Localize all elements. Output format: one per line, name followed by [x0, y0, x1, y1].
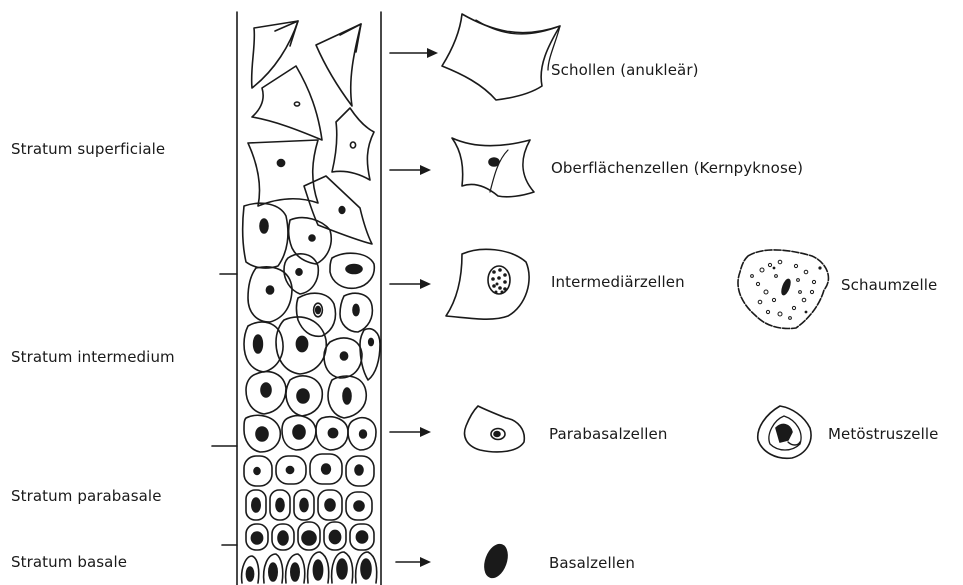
- column-cell: [316, 24, 361, 106]
- column-cell-nucleus: [294, 102, 299, 106]
- column-cell-nucleus: [328, 428, 337, 437]
- column-cell-nucleus: [254, 468, 260, 475]
- column-cell-nucleus: [246, 567, 253, 581]
- cell-label-schollen: Schollen (anukleär): [551, 61, 699, 79]
- column-cell-nucleus: [251, 532, 262, 544]
- layer-label-basale: Stratum basale: [11, 553, 127, 571]
- column-cell-nucleus: [269, 563, 277, 581]
- schaum-cell: [738, 250, 828, 329]
- column-cell-nucleus: [254, 335, 263, 353]
- column-cell-nucleus: [278, 531, 288, 545]
- column-cell-nucleus: [277, 160, 284, 167]
- column-cell-nucleus: [322, 464, 331, 474]
- column-cell-nucleus: [313, 560, 322, 580]
- cell-nucleus: [494, 432, 500, 437]
- cell-label-oberflaechen: Oberflächenzellen (Kernpyknose): [551, 159, 803, 177]
- column-cell-nucleus: [302, 531, 316, 545]
- cell-nucleus: [491, 268, 507, 293]
- cell-nucleus: [780, 278, 791, 295]
- column-cell-nucleus: [361, 559, 371, 579]
- layer-label-parabasale: Stratum parabasale: [11, 487, 162, 505]
- column-cell-nucleus: [291, 563, 299, 581]
- column-cell-nucleus: [355, 465, 363, 475]
- cell-label-parabasal: Parabasalzellen: [549, 425, 667, 443]
- column-cell-nucleus: [340, 352, 347, 360]
- column-cell-nucleus: [316, 306, 321, 313]
- column-cell-nucleus: [350, 142, 355, 148]
- column-cell-nucleus: [343, 388, 351, 404]
- column-cell-nucleus: [276, 498, 284, 511]
- column-cell: [360, 329, 380, 380]
- column-cell-nucleus: [296, 269, 302, 275]
- column-cell-nucleus: [252, 498, 260, 512]
- cell-label-basal: Basalzellen: [549, 554, 635, 572]
- column-cell-nucleus: [266, 286, 273, 294]
- parabasal-cell: [465, 406, 525, 452]
- column-intermediate-cells: [243, 203, 380, 418]
- arrow-head: [420, 427, 431, 437]
- column-cell-nucleus: [360, 430, 367, 438]
- column-cell-nucleus: [256, 427, 268, 441]
- column-cell-nucleus: [354, 501, 364, 511]
- column-cell-nucleus: [300, 498, 308, 511]
- arrow-head: [427, 48, 438, 58]
- intermediaer-cell: [446, 249, 529, 319]
- column-cell-nucleus: [339, 207, 345, 214]
- column-cell-nucleus: [325, 499, 335, 511]
- column-cell: [332, 108, 374, 180]
- column-cell-nucleus: [286, 467, 293, 474]
- column-parabasal-cells: [244, 415, 376, 520]
- column-basal-cells: [242, 522, 377, 583]
- cell-nucleus: [489, 158, 499, 166]
- arrows: [390, 48, 438, 567]
- column-cell-nucleus: [329, 530, 340, 543]
- cell-label-intermediaer: Intermediärzellen: [551, 273, 685, 291]
- schollen-cell: [442, 14, 560, 100]
- column-cell-nucleus: [260, 219, 268, 233]
- metoestrus-cell: [758, 406, 811, 458]
- layer-label-superficiale: Stratum superficiale: [11, 140, 165, 158]
- cell-label-metoestrus: Metöstruszelle: [828, 425, 938, 443]
- column-cell-nucleus: [293, 425, 305, 439]
- column-superficial-cells: [248, 21, 374, 244]
- arrow-head: [420, 279, 431, 289]
- column-cell-nucleus: [261, 383, 271, 397]
- column-cell-nucleus: [346, 265, 362, 274]
- column-cell: [297, 293, 336, 336]
- column-cell-nucleus: [297, 389, 309, 403]
- oberflaechen-cell: [452, 138, 534, 197]
- column-cell-nucleus: [356, 531, 367, 543]
- column-cell-nucleus: [337, 559, 347, 579]
- cell-label-schaum: Schaumzelle: [841, 276, 937, 294]
- column-cell-nucleus: [369, 338, 374, 345]
- cell-nucleus: [481, 542, 511, 581]
- arrow-head: [420, 165, 431, 175]
- layer-label-intermedium: Stratum intermedium: [11, 348, 175, 366]
- column-cell-nucleus: [353, 304, 359, 315]
- column-cell: [252, 66, 322, 140]
- arrow-head: [420, 557, 431, 567]
- column-cell-nucleus: [309, 235, 315, 241]
- column-cell-nucleus: [296, 336, 307, 351]
- epithelium-column: [212, 12, 381, 585]
- column-cell: [243, 203, 288, 268]
- basal-cell: [481, 542, 511, 581]
- cell-nucleus: [776, 425, 792, 442]
